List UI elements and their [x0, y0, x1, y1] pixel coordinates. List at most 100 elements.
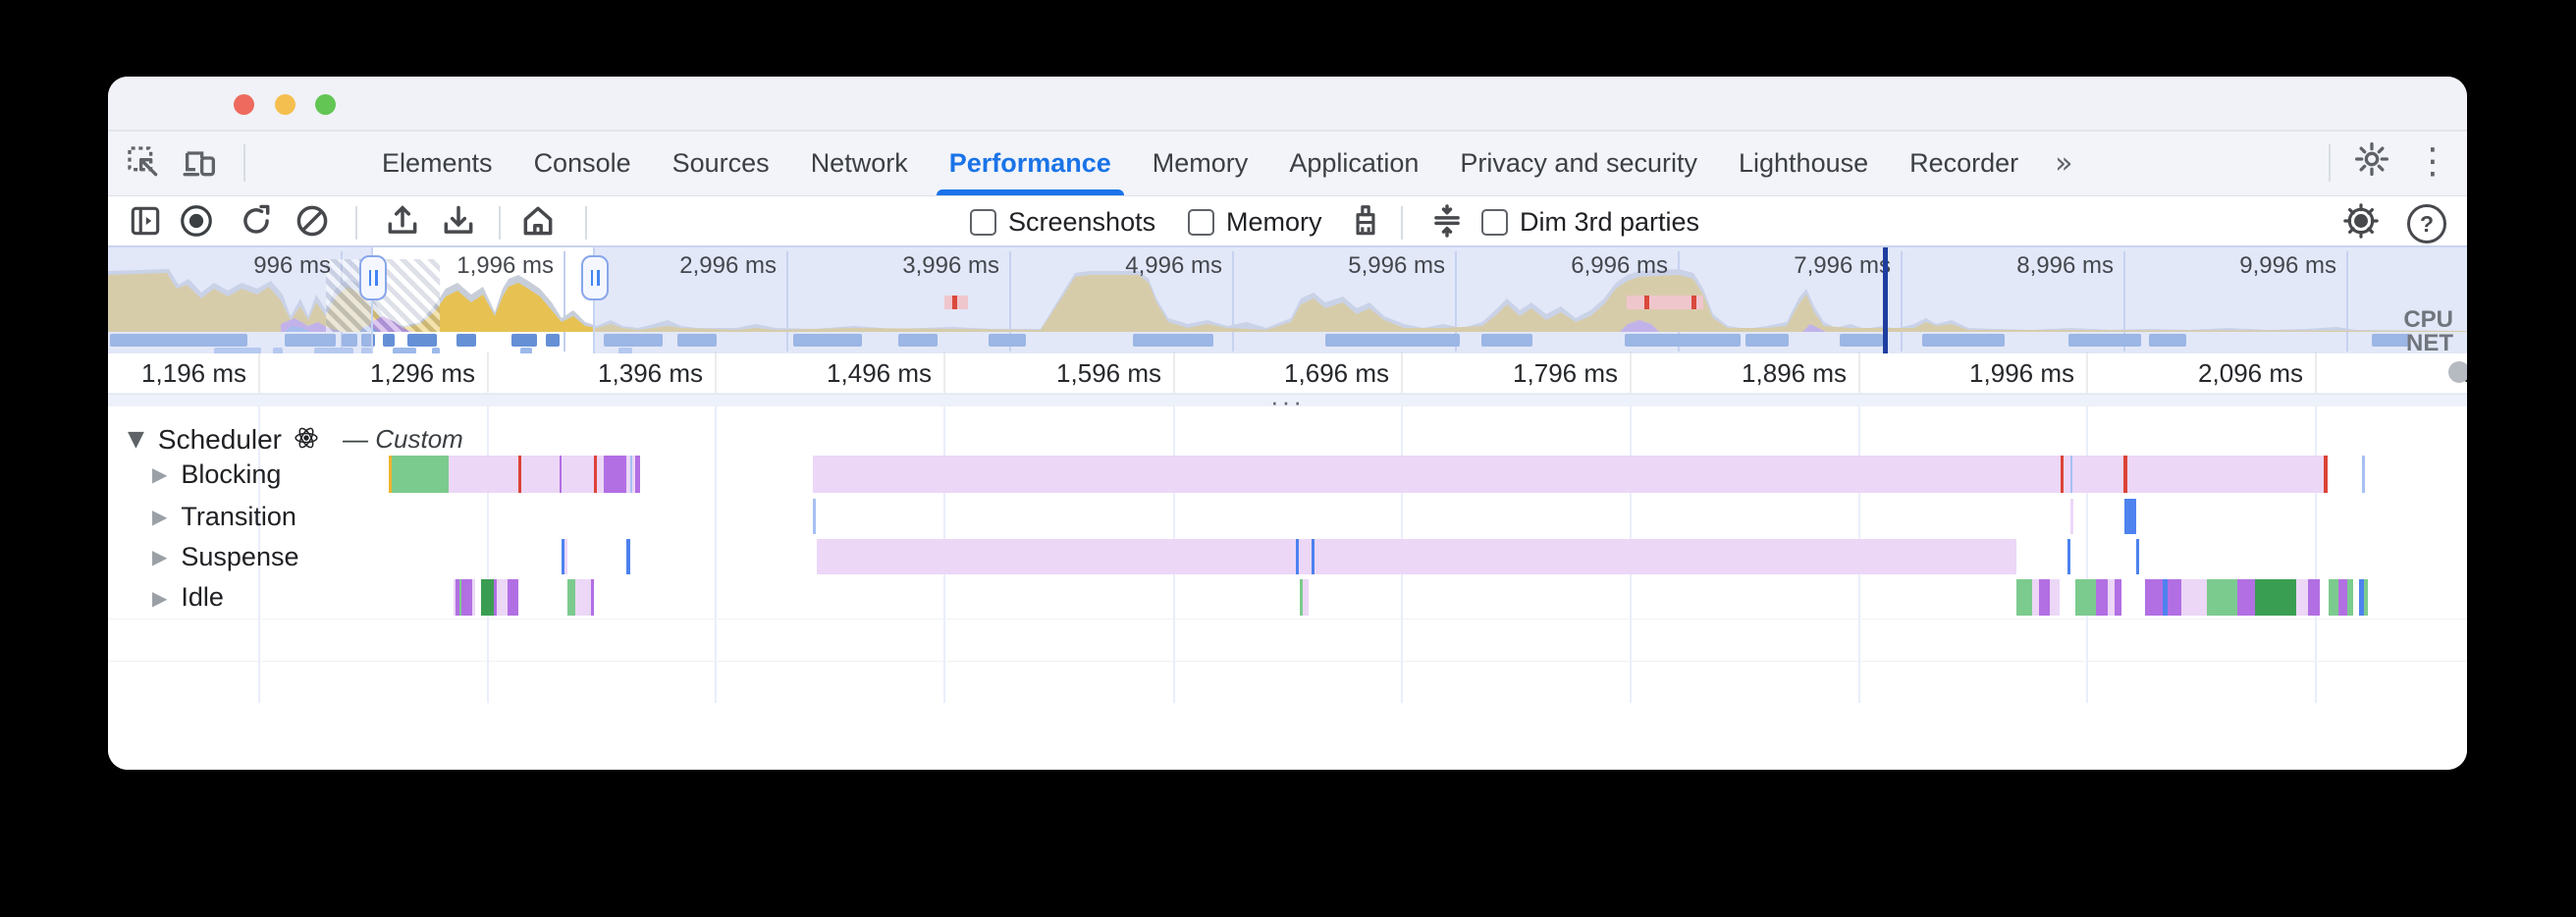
flame-bar[interactable]	[594, 456, 597, 493]
flame-bar[interactable]	[497, 579, 508, 616]
flame-bar[interactable]	[2329, 579, 2338, 616]
expand-triangle-icon[interactable]: ▶	[152, 505, 168, 528]
home-icon[interactable]	[519, 202, 557, 240]
flame-bar[interactable]	[2237, 579, 2255, 616]
flame-bar[interactable]	[2338, 579, 2347, 616]
flame-bar[interactable]	[604, 456, 626, 493]
settings-gear-icon[interactable]	[2352, 139, 2391, 179]
flame-bar[interactable]	[2347, 579, 2353, 616]
capture-settings-gear-icon[interactable]	[2342, 202, 2380, 240]
flame-bar[interactable]	[2324, 456, 2328, 493]
flame-bar[interactable]	[564, 539, 567, 574]
flame-bar[interactable]	[2168, 579, 2181, 616]
expand-triangle-icon[interactable]: ▶	[152, 462, 168, 486]
tab-lighthouse[interactable]: Lighthouse	[1739, 148, 1869, 178]
toggle-sidebar-icon[interactable]	[127, 202, 164, 240]
checkbox-box[interactable]	[970, 209, 996, 236]
expand-triangle-icon[interactable]: ▶	[152, 585, 168, 610]
flame-bar[interactable]	[456, 579, 459, 616]
tab-network[interactable]: Network	[810, 148, 908, 178]
collapse-triangle-icon[interactable]: ▼	[128, 427, 144, 452]
flame-bar[interactable]	[2096, 579, 2108, 616]
flame-bar[interactable]	[2364, 579, 2368, 616]
flame-bar[interactable]	[2067, 539, 2070, 574]
track-row-idle[interactable]: ▶Idle	[108, 578, 2467, 617]
help-icon[interactable]: ?	[2407, 204, 2446, 243]
track-header-scheduler[interactable]: ▼ Scheduler — Custom	[128, 421, 463, 458]
tab-recorder[interactable]: Recorder	[1909, 148, 2019, 178]
selection-right-handle[interactable]	[581, 255, 609, 300]
track-row-suspense[interactable]: ▶Suspense	[108, 538, 2467, 575]
kebab-menu-icon[interactable]: ⋮	[2415, 141, 2450, 182]
record-icon[interactable]	[178, 202, 215, 240]
collapse-tracks-icon[interactable]	[1428, 202, 1466, 240]
expand-triangle-icon[interactable]: ▶	[152, 545, 168, 568]
tab-application[interactable]: Application	[1289, 148, 1420, 178]
selection-left-handle[interactable]	[359, 255, 387, 300]
flame-bar[interactable]	[2308, 579, 2320, 616]
checkbox-box[interactable]	[1188, 209, 1214, 236]
tab-console[interactable]: Console	[533, 148, 631, 178]
flame-bar[interactable]	[817, 539, 2016, 574]
flame-bar[interactable]	[2149, 579, 2163, 616]
flame-bar[interactable]	[389, 456, 392, 493]
flame-bar[interactable]	[2124, 499, 2136, 534]
flame-bar[interactable]	[2070, 456, 2072, 493]
flame-bar[interactable]	[461, 579, 472, 616]
flame-bar[interactable]	[481, 579, 494, 616]
flame-bar[interactable]	[508, 579, 518, 616]
scrollbar-thumb[interactable]	[2448, 361, 2467, 383]
flame-bar[interactable]	[2061, 456, 2064, 493]
flame-bar[interactable]	[454, 579, 456, 616]
flame-bar[interactable]	[813, 499, 816, 534]
flame-bar[interactable]	[2123, 456, 2127, 493]
tab-sources[interactable]: Sources	[671, 148, 770, 178]
checkbox-box[interactable]	[1481, 209, 1508, 236]
screenshots-checkbox[interactable]: Screenshots	[970, 207, 1155, 238]
flame-bar[interactable]	[562, 539, 564, 574]
flame-bar[interactable]	[518, 456, 521, 493]
flame-bar[interactable]	[1296, 539, 1299, 574]
tab-privacy-and-security[interactable]: Privacy and security	[1460, 148, 1697, 178]
memory-checkbox[interactable]: Memory	[1188, 207, 1322, 238]
flame-bar[interactable]	[2296, 579, 2308, 616]
flame-bar[interactable]	[2181, 579, 2207, 616]
flame-bar[interactable]	[2255, 579, 2296, 616]
flame-bar[interactable]	[2070, 499, 2073, 534]
flame-bar[interactable]	[1300, 579, 1303, 616]
inspect-element-icon[interactable]	[125, 143, 164, 183]
device-toolbar-icon[interactable]	[181, 143, 220, 183]
dim-3rd-parties-checkbox[interactable]: Dim 3rd parties	[1481, 207, 1699, 238]
maximize-window-button[interactable]	[315, 94, 336, 115]
flame-bar[interactable]	[494, 579, 497, 616]
flame-bar[interactable]	[459, 579, 461, 616]
clear-icon[interactable]	[294, 202, 331, 240]
flame-bar[interactable]	[813, 456, 2328, 493]
flame-bar[interactable]	[2115, 579, 2121, 616]
flame-bar[interactable]	[560, 456, 562, 493]
flame-bar[interactable]	[2163, 579, 2168, 616]
flame-bar[interactable]	[392, 456, 449, 493]
more-tabs-icon[interactable]: »	[2055, 146, 2072, 181]
flame-bar[interactable]	[2039, 579, 2050, 616]
minimize-window-button[interactable]	[275, 94, 295, 115]
flame-bar[interactable]	[1303, 579, 1309, 616]
flame-bar[interactable]	[2016, 579, 2032, 616]
flame-bar[interactable]	[2359, 579, 2364, 616]
reload-record-icon[interactable]	[238, 202, 275, 240]
flame-bar[interactable]	[2075, 579, 2096, 616]
flame-bar[interactable]	[591, 579, 594, 616]
flame-bar[interactable]	[472, 579, 475, 616]
upload-profile-icon[interactable]	[384, 202, 421, 240]
flame-bar[interactable]	[626, 539, 630, 574]
track-row-transition[interactable]: ▶Transition	[108, 498, 2467, 535]
flame-bar[interactable]	[2108, 579, 2115, 616]
flame-bar[interactable]	[575, 579, 591, 616]
track-row-blocking[interactable]: ▶Blocking	[108, 455, 2467, 494]
flame-bar[interactable]	[2207, 579, 2237, 616]
download-profile-icon[interactable]	[440, 202, 477, 240]
flame-bar[interactable]	[2362, 456, 2365, 493]
flame-bar[interactable]	[567, 579, 575, 616]
flame-bar[interactable]	[630, 456, 632, 493]
